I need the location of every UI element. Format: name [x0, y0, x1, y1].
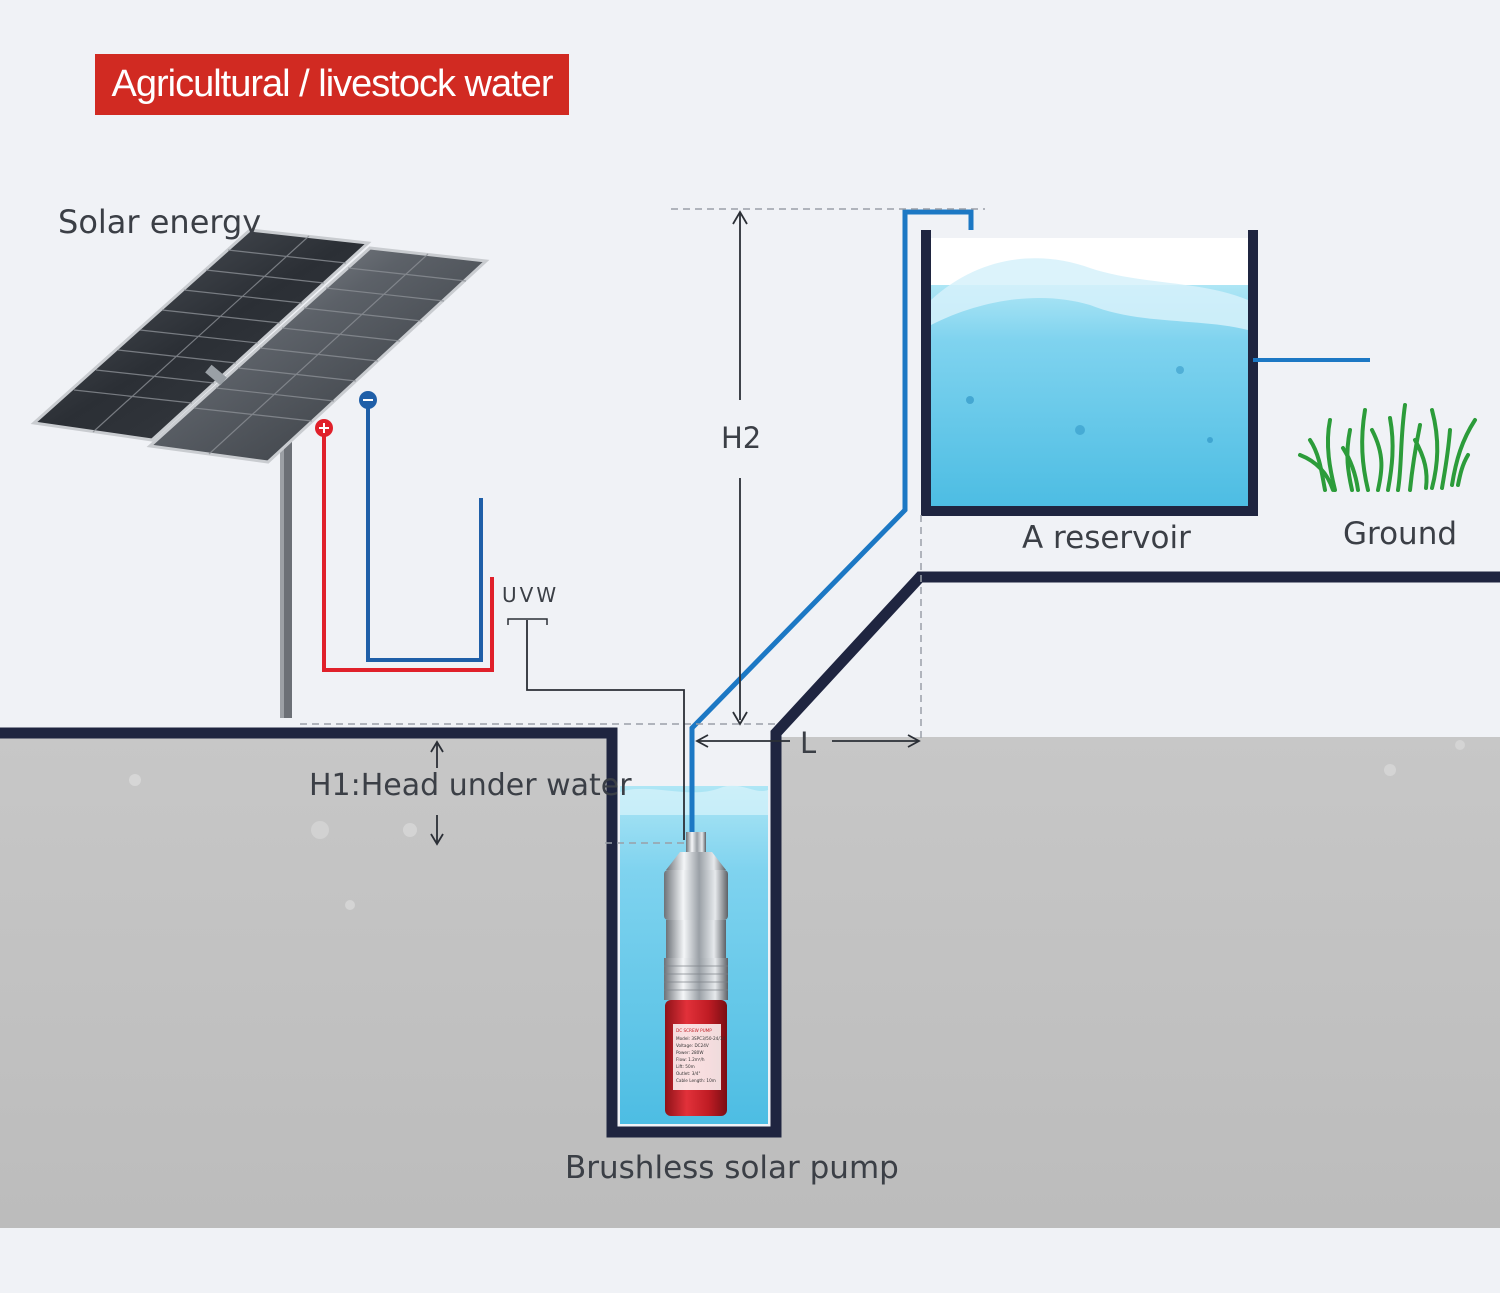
pump-label-line: Voltage: DC24V: [676, 1043, 709, 1048]
reservoir-label: A reservoir: [1022, 520, 1191, 556]
negative-terminal-icon: [359, 391, 377, 409]
reservoir-tank: [921, 230, 1258, 516]
solar-panel-icon: [30, 228, 490, 718]
pump-label: DC SCREW PUMP Model: 3SPC3/50-24/14 Volt…: [676, 1028, 725, 1083]
title-banner: Agricultural / livestock water: [95, 54, 569, 115]
reference-lines: [300, 208, 985, 844]
pump-label-line: Lift: 50m: [676, 1064, 695, 1069]
pump-caption: Brushless solar pump: [565, 1150, 899, 1186]
pump-label-line: Cable Length: 10m: [676, 1078, 716, 1083]
ground-outline: [0, 571, 1500, 1138]
ground-label: Ground: [1343, 516, 1458, 552]
soil-area: [0, 737, 1500, 1228]
uvw-label: UVW: [502, 583, 560, 607]
pump-label-line: Power: 280W: [676, 1050, 703, 1055]
uvw-bracket: [507, 618, 548, 625]
h2-label: H2: [721, 421, 762, 455]
water-pipe: [689, 209, 974, 835]
pump-label-line: Model: 3SPC3/50-24/14: [676, 1036, 725, 1041]
pump-icon: DC SCREW PUMP Model: 3SPC3/50-24/14 Volt…: [664, 832, 728, 1116]
h1-label: H1:Head under water: [309, 768, 632, 803]
pump-label-line: DC SCREW PUMP: [676, 1028, 712, 1033]
positive-wire: [322, 432, 494, 672]
power-wires: [322, 404, 685, 840]
h1-dimension: [430, 740, 444, 846]
pump-label-line: Outlet: 3/4": [676, 1071, 700, 1076]
h2-dimension: [732, 210, 748, 726]
l-label: L: [800, 726, 817, 760]
l-dimension: [695, 734, 921, 748]
positive-terminal-icon: [315, 419, 333, 437]
motor-cable: [526, 620, 685, 840]
grass-icon: [1298, 403, 1477, 492]
pump-label-line: Flow: 1.2m³/h: [676, 1057, 705, 1062]
solar-energy-label: Solar energy: [58, 203, 262, 241]
negative-wire: [366, 404, 483, 662]
